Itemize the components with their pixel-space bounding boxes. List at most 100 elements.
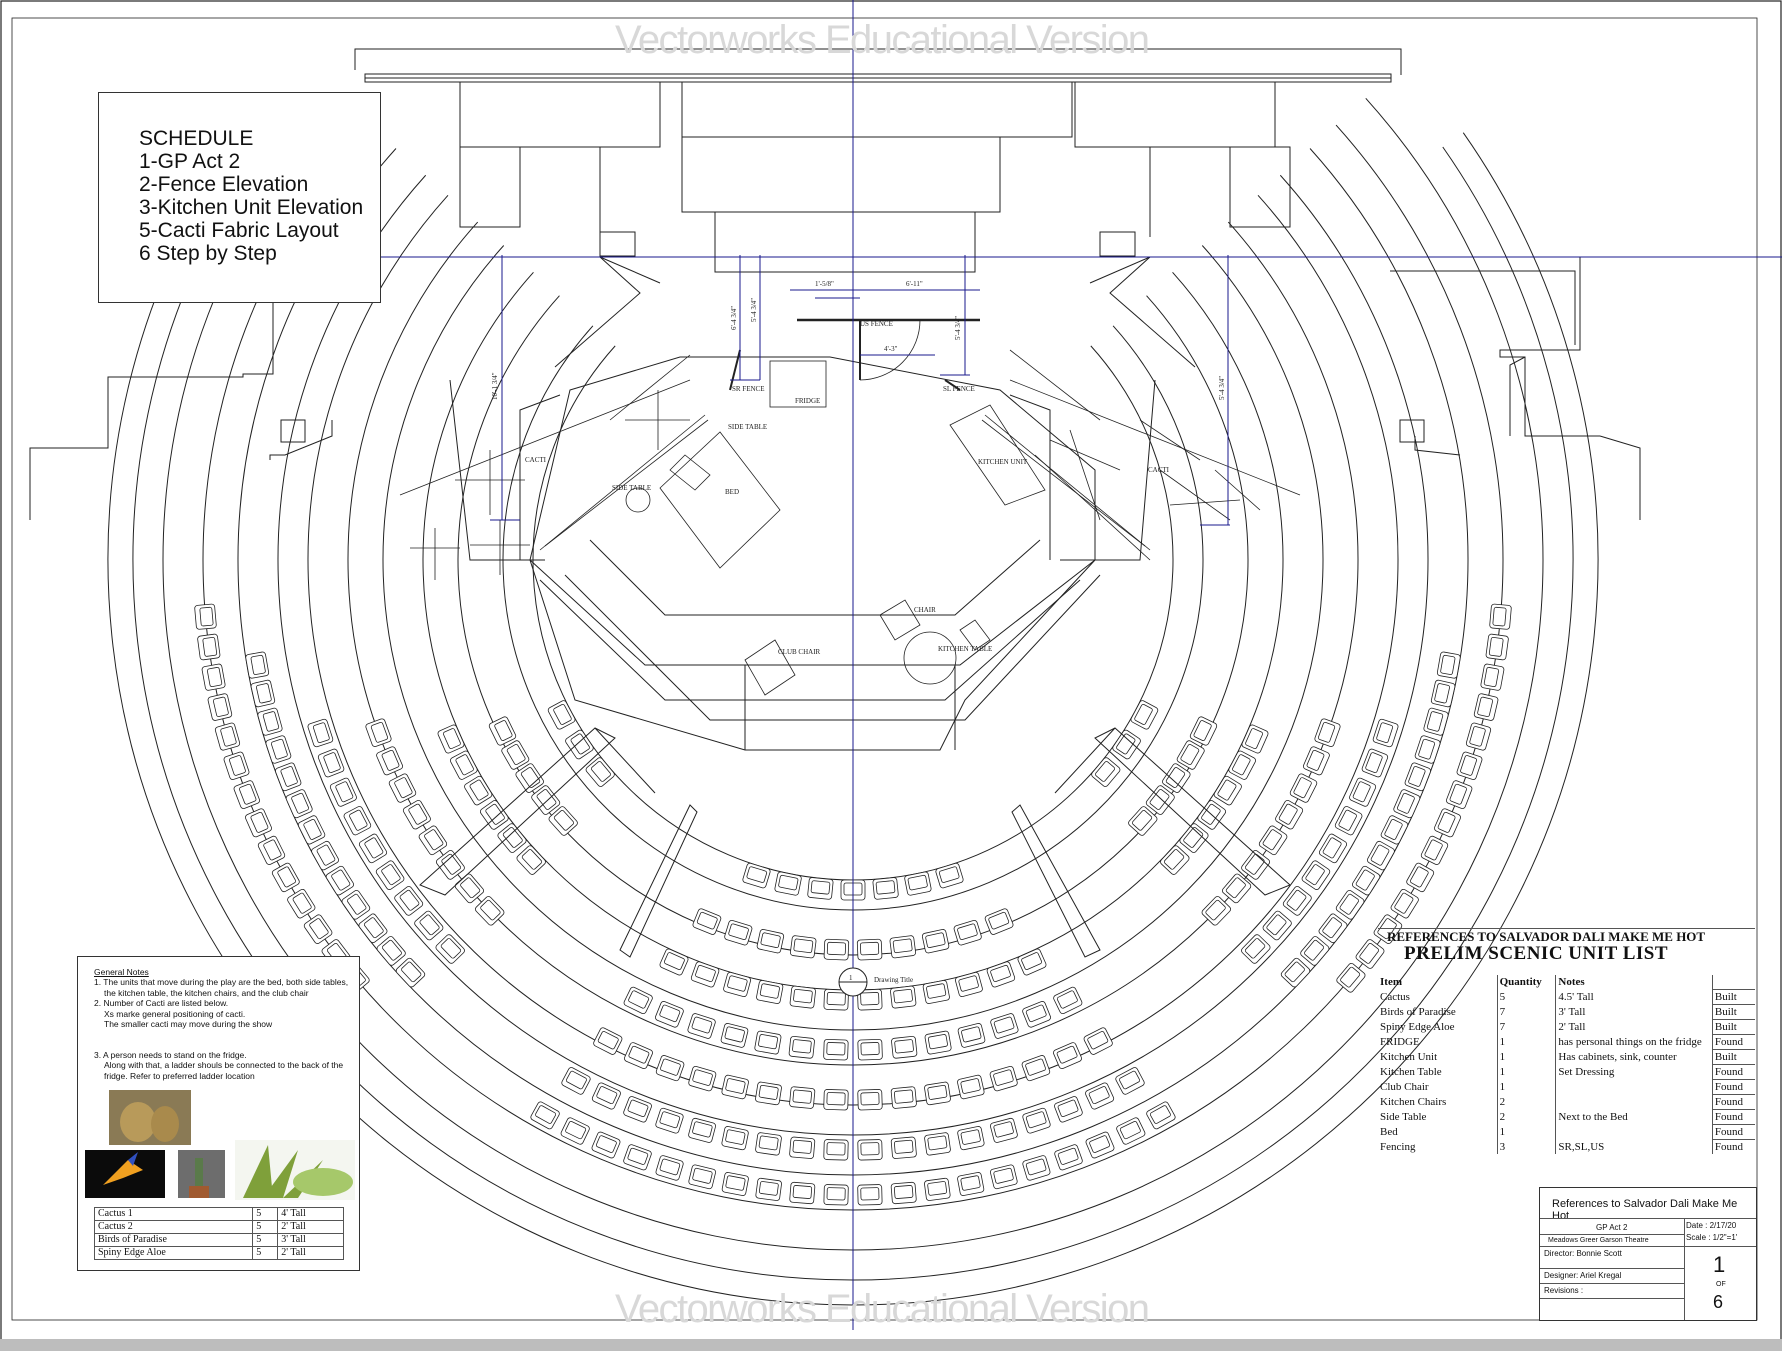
seat [690, 961, 720, 988]
seat [957, 1172, 985, 1196]
table-header: Item Quantity Notes [1378, 975, 1755, 990]
seat [989, 1065, 1018, 1092]
seat [1473, 693, 1499, 721]
seat [1054, 1144, 1083, 1171]
seat [1456, 751, 1483, 780]
seat [957, 1023, 986, 1048]
label-sl-fence: SL FENCE [943, 385, 975, 393]
seat [823, 1089, 849, 1111]
seat [1465, 722, 1492, 751]
seat [531, 785, 561, 815]
seat [935, 862, 964, 889]
seat [591, 1082, 621, 1110]
note-line: Along with that, a ladder shouls be conn… [104, 1060, 344, 1070]
stage-house [354, 48, 1760, 368]
notes-heading: General Notes [94, 967, 149, 977]
seat [924, 1030, 952, 1055]
dim-5: 5'-4 3/4" [750, 298, 758, 322]
seat [1022, 1001, 1051, 1028]
seat [233, 780, 260, 809]
seat [659, 948, 689, 976]
seat [957, 1126, 985, 1151]
seat [789, 935, 817, 959]
seat [1480, 663, 1505, 691]
seat [789, 1086, 816, 1109]
seat [1404, 762, 1431, 792]
seat [303, 914, 333, 944]
seat [1289, 773, 1318, 803]
dim-4: 6'-4 3/4" [730, 306, 738, 330]
seat [1130, 700, 1159, 730]
seat [547, 700, 576, 730]
seat [497, 823, 527, 853]
seat [755, 1081, 782, 1106]
seat [1160, 845, 1190, 875]
seat [1116, 1117, 1146, 1145]
note-line: 2. Number of Cacti are listed below. [94, 998, 229, 1008]
seat [1085, 1131, 1115, 1159]
schedule-list: SCHEDULE 1-GP Act 2 2-Fence Elevation 3-… [139, 127, 363, 265]
seat [924, 1081, 951, 1106]
seat [1053, 986, 1083, 1015]
seat [245, 808, 272, 838]
seat [515, 763, 544, 793]
seat [317, 748, 345, 778]
vomitories [419, 727, 1291, 958]
seat [1258, 825, 1288, 856]
seat [623, 1144, 652, 1171]
seat [435, 934, 465, 964]
seat [687, 1013, 716, 1039]
seat [593, 1027, 623, 1055]
watermark-top: Vectorworks Educational Version [615, 18, 1150, 62]
label-chair: CHAIR [914, 606, 936, 614]
seat [904, 871, 932, 896]
seat [724, 919, 753, 946]
seat [721, 1172, 749, 1196]
seat [986, 961, 1016, 988]
seat [435, 850, 465, 880]
seat [723, 971, 752, 998]
seat [1434, 808, 1461, 838]
seat [501, 740, 530, 770]
title-block-title: References to Salvador Dali Make Me Hot [1552, 1198, 1738, 1222]
seat [754, 1030, 782, 1055]
seat [1380, 815, 1409, 845]
seat [756, 980, 784, 1004]
seat [1436, 651, 1461, 679]
seat [194, 603, 217, 630]
sheet-number: 1 [1713, 1252, 1726, 1277]
seat [329, 777, 357, 807]
seat [1145, 785, 1175, 815]
seat [1146, 1101, 1176, 1130]
title-block-date: Date : 2/17/20 [1686, 1221, 1737, 1230]
seat [1085, 1082, 1115, 1110]
seat [1351, 865, 1381, 896]
seat [454, 873, 484, 904]
label-fridge: FRIDGE [795, 397, 820, 405]
seat [655, 1107, 684, 1134]
seat [402, 799, 431, 830]
scenic-unit-list: REFERENCES TO SALVADOR DALI MAKE ME HOT … [1378, 928, 1755, 1154]
seat [921, 929, 950, 954]
seat [1372, 718, 1399, 748]
seat [1083, 1027, 1113, 1055]
seat [1334, 806, 1363, 836]
schedule-item: 6 Step by Step [139, 242, 277, 265]
seat [275, 762, 302, 792]
seat [953, 919, 982, 946]
seat [857, 1038, 883, 1061]
seat [623, 1096, 652, 1123]
seat [1303, 746, 1330, 776]
seat [890, 1136, 917, 1159]
seat [990, 1013, 1019, 1039]
seat [418, 825, 448, 856]
seat [954, 971, 983, 998]
drawing-title-label: Drawing Title [874, 976, 913, 984]
dim-6: 5'-4 3/4" [954, 316, 962, 340]
seat [890, 1086, 917, 1109]
